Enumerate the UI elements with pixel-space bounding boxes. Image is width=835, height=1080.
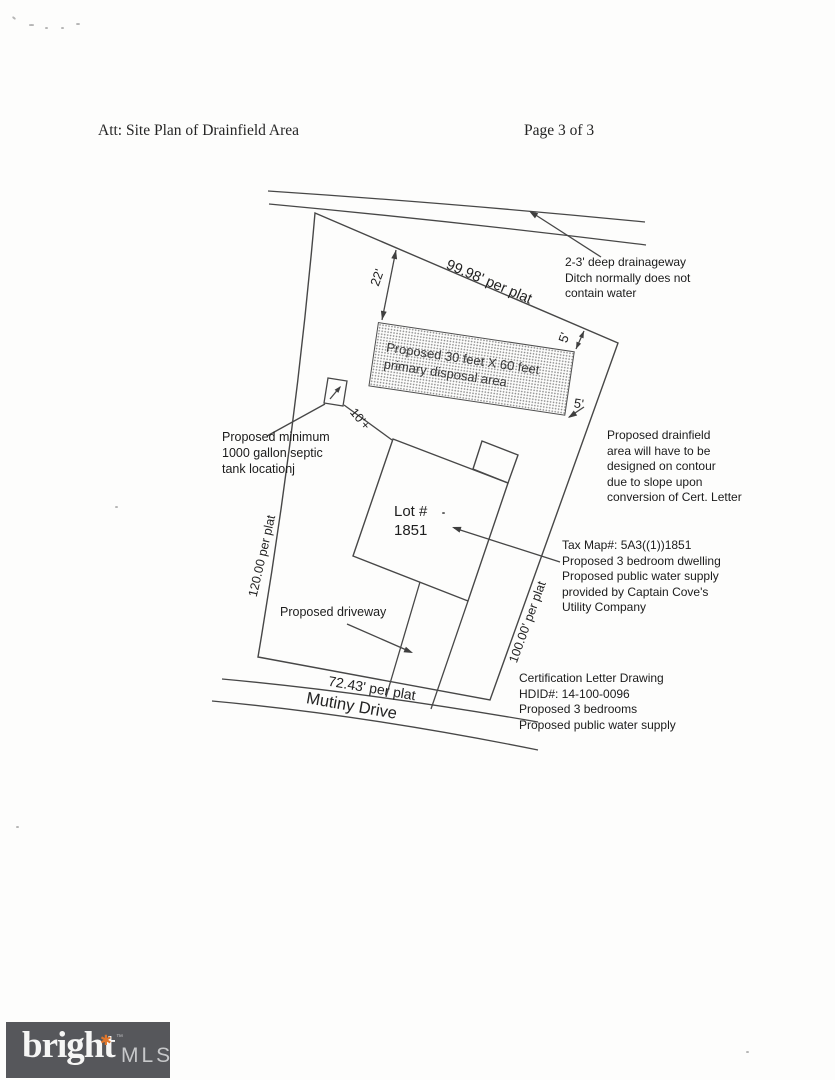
- ditch-offset-dimension-line: [381, 249, 397, 321]
- road-upper-line: [221, 678, 539, 723]
- disposal-area-label: Proposed 30 feet X 60 feet primary dispo…: [382, 339, 541, 390]
- scan-speck: [746, 1051, 749, 1053]
- drainageway-note: 2-3' deep drainageway Ditch normally doe…: [565, 255, 691, 301]
- scan-speck: [61, 27, 64, 29]
- tax-map-note: Tax Map#: 5A3((1))1851 Proposed 3 bedroo…: [562, 538, 721, 615]
- arrowhead: [568, 410, 578, 418]
- scan-speck: [16, 826, 19, 828]
- lot-boundary: [257, 211, 619, 701]
- driveway-note-arrow: [346, 623, 412, 653]
- scan-speck: [442, 512, 445, 514]
- attention-line: Att: Site Plan of Drainfield Area: [98, 122, 300, 139]
- septic-tank-symbol: [323, 377, 348, 407]
- dwelling-bumpout: [472, 440, 519, 484]
- lot-number-label: Lot # 1851: [394, 503, 428, 539]
- tank-to-house-line: [343, 404, 393, 441]
- septic-tank-note: Proposed minimum 1000 gallon septic tank…: [222, 430, 330, 476]
- taxmap-note-arrow: [453, 527, 561, 563]
- driveway-right-line: [430, 600, 469, 710]
- certification-note: Certification Letter Drawing HDID#: 14-1…: [519, 671, 676, 732]
- driveway-left-line: [385, 581, 421, 698]
- septic-note-leader-line: [266, 403, 326, 437]
- logo-wordmark: bright: [22, 1025, 116, 1066]
- arrowhead: [576, 341, 582, 349]
- logo-mls-text: MLS: [121, 1044, 174, 1067]
- arrowhead: [578, 331, 584, 339]
- road-lower-line: [211, 700, 539, 751]
- arrowhead: [403, 646, 413, 653]
- drainage-ditch-upper-line: [267, 190, 646, 223]
- arrowhead: [380, 310, 387, 320]
- scan-speck: [76, 23, 80, 25]
- page-number: Page 3 of 3: [524, 122, 595, 139]
- driveway-label: Proposed driveway: [280, 605, 387, 619]
- drainfield-contour-note: Proposed drainfield area will have to be…: [607, 428, 742, 505]
- arrowhead: [391, 250, 398, 260]
- arrowhead: [529, 211, 539, 219]
- trademark-symbol: ™: [116, 1034, 123, 1041]
- dwelling-outline: [352, 438, 509, 602]
- star-icon: ✱: [100, 1033, 112, 1049]
- scan-speck: [29, 24, 34, 26]
- scan-speck: [45, 27, 48, 29]
- drainfield-bottom-offset-dimension: 5': [573, 395, 585, 412]
- drainage-ditch-lower-line: [268, 203, 647, 246]
- scan-speck: [115, 506, 118, 508]
- bright-mls-logo: bright ✱ ™ MLS: [6, 1022, 170, 1078]
- drainageway-note-arrow: [530, 211, 602, 258]
- arrowhead: [334, 386, 341, 393]
- arrowhead: [452, 526, 462, 533]
